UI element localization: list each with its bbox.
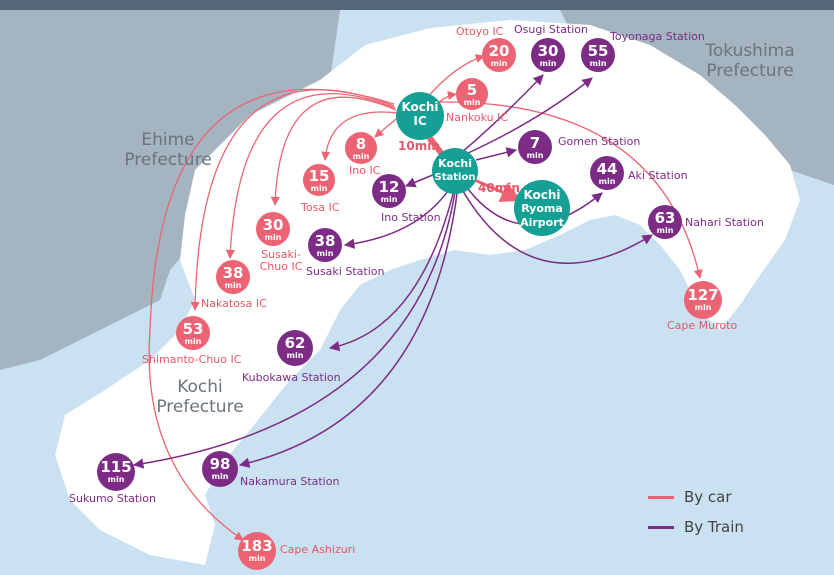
label-sukumo-station: Sukumo Station	[69, 492, 157, 505]
label-toyonaga-station: Toyonaga Station	[610, 30, 705, 43]
label-nakamura-station: Nakamura Station	[240, 475, 340, 488]
top-bar	[0, 0, 834, 10]
route-train-nahari	[459, 185, 653, 264]
label-susaki-station: Susaki Station	[306, 265, 385, 278]
label-osugi-station: Osugi Station	[514, 23, 589, 36]
route-train-susaki	[343, 184, 453, 249]
label-cape-muroto: Cape Muroto	[667, 319, 738, 332]
route-train-kubokawa	[328, 185, 456, 352]
route-car-susaki-chuo	[270, 96, 397, 206]
label-otoyo-ic: Otoyo IC	[456, 25, 504, 38]
legend-car-swatch	[648, 495, 674, 499]
route-car-tosa	[321, 111, 399, 161]
route-station-airport	[469, 176, 522, 202]
legend: By car By Train	[648, 482, 744, 542]
label-nakatosa-ic: Nakatosa IC	[201, 297, 267, 310]
route-train-sukumo	[132, 185, 457, 469]
label-susaki-chuo-ic: Susaki-Chuo IC	[259, 248, 303, 273]
label-ino-ic: Ino IC	[349, 164, 381, 177]
legend-train-label: By Train	[684, 518, 744, 536]
route-car-cape-muroto	[439, 101, 703, 279]
route-car-cape-ashizuri	[148, 88, 395, 541]
legend-car-label: By car	[684, 488, 732, 506]
route-train-toyonaga	[465, 77, 593, 155]
time-station-to-airport: 40min	[478, 181, 520, 195]
legend-train-swatch	[648, 525, 674, 529]
kochi-land	[55, 20, 800, 565]
label-ino-station: Ino Station	[381, 211, 441, 224]
route-train-gomen	[475, 147, 518, 161]
label-cape-ashizuri: Cape Ashizuri	[280, 543, 356, 556]
route-car-nakatosa	[225, 93, 396, 259]
legend-item-train: By Train	[648, 512, 744, 542]
label-aki-station: Aki Station	[628, 169, 688, 182]
route-train-nakamura	[238, 185, 459, 468]
label-nahari-station: Nahari Station	[685, 216, 764, 229]
label-nankoku-ic: Nankoku IC	[446, 111, 509, 124]
legend-item-car: By car	[648, 482, 744, 512]
label-shimanto-chuo-ic: Shimanto-Chuo IC	[142, 353, 242, 366]
label-kubokawa-station: Kubokawa Station	[242, 371, 341, 384]
label-tosa-ic: Tosa IC	[301, 201, 340, 214]
time-ic-to-station: 10min	[398, 139, 440, 153]
route-train-osugi	[461, 74, 544, 153]
label-gomen-station: Gomen Station	[558, 135, 641, 148]
ehime-land	[0, 10, 340, 370]
